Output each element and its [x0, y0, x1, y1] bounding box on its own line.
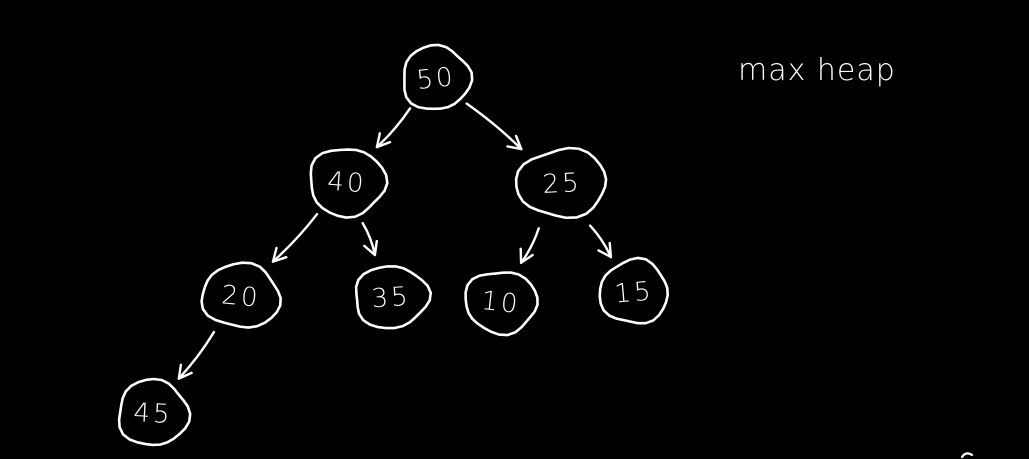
- node-circle: [117, 377, 192, 447]
- edge-n20-n45: [177, 330, 216, 380]
- node-value: 10: [480, 286, 522, 320]
- node-value: 50: [415, 62, 457, 96]
- edge-line: [465, 102, 523, 151]
- node-value: 35: [371, 282, 412, 315]
- edge-n50-n25: [465, 102, 523, 151]
- arrowhead: [363, 239, 378, 257]
- nodes-layer: 50 40 25 20 35 10 15 45: [117, 43, 669, 447]
- edge-n40-n35: [361, 221, 378, 257]
- node-value: 40: [326, 167, 367, 200]
- heap-node-40: 40: [309, 148, 389, 219]
- node-circle: [464, 271, 539, 337]
- arrowhead: [271, 246, 288, 263]
- stray-pen-mark: [960, 452, 974, 459]
- heap-node-35: 35: [354, 265, 433, 330]
- node-value: 15: [613, 276, 655, 309]
- arrowhead: [519, 247, 534, 264]
- arrowhead: [506, 134, 523, 151]
- node-circle: [200, 261, 282, 329]
- heap-node-25: 25: [514, 146, 608, 220]
- node-circle: [514, 146, 608, 220]
- heap-node-20: 20: [200, 261, 282, 329]
- edge-line: [271, 213, 319, 263]
- diagram-title: max heap: [738, 53, 896, 88]
- arrowhead: [597, 241, 613, 259]
- arrowhead: [375, 132, 392, 149]
- heap-node-10: 10: [464, 271, 539, 337]
- heap-node-50: 50: [403, 43, 474, 111]
- node-value: 25: [542, 168, 583, 200]
- node-value: 45: [133, 398, 174, 430]
- edge-n50-n40: [375, 107, 412, 149]
- edge-n25-n15: [588, 224, 613, 259]
- edge-line: [177, 330, 216, 380]
- node-circle: [403, 43, 474, 111]
- heap-node-15: 15: [598, 256, 669, 325]
- node-value: 20: [220, 280, 262, 313]
- node-circle: [598, 256, 669, 325]
- node-circle: [354, 265, 433, 330]
- edges-layer: [177, 102, 613, 380]
- arrowhead: [177, 363, 193, 380]
- heap-node-45: 45: [117, 377, 192, 447]
- edge-n25-n10: [519, 227, 540, 264]
- edge-n40-n20: [271, 213, 319, 263]
- node-circle: [309, 148, 389, 219]
- edge-line: [375, 107, 412, 149]
